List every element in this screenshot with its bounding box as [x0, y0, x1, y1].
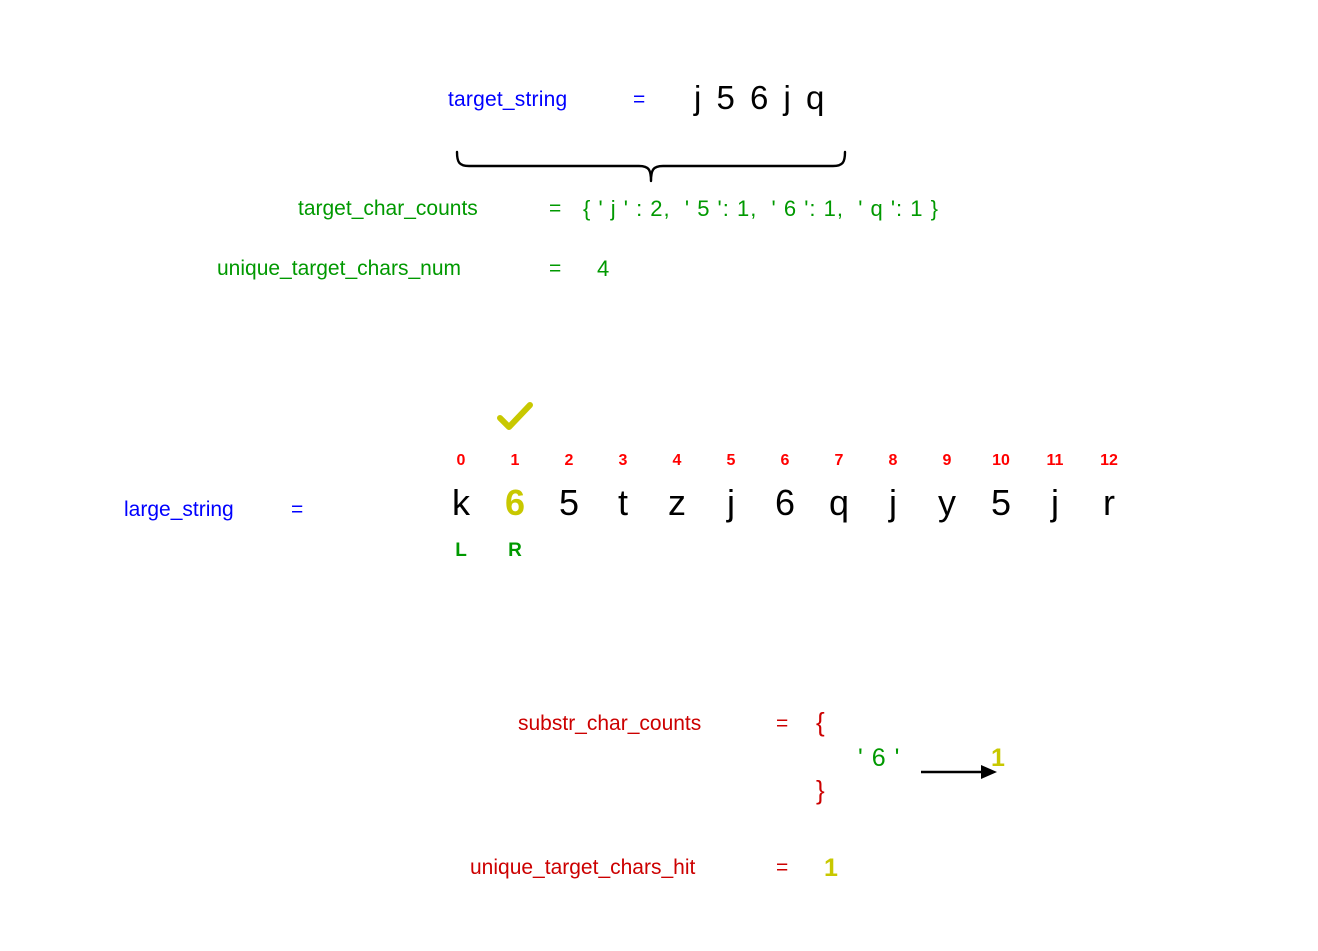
- target-string-brace: [444, 132, 847, 183]
- char-glyph: q: [828, 482, 850, 523]
- char-index-label: 6: [780, 452, 790, 469]
- char-column-11: 11 j: [1028, 400, 1082, 580]
- window-pointer-l: L: [455, 540, 467, 561]
- char-glyph: j: [889, 482, 897, 523]
- char-index-label: 2: [564, 452, 574, 469]
- char-glyph: r: [1103, 482, 1115, 523]
- substr-char-counts-entry-key: ' 6 ': [858, 744, 901, 772]
- unique-target-chars-hit-equals-sign: =: [776, 856, 789, 879]
- unique-target-chars-num-label: unique_target_chars_num: [217, 257, 462, 280]
- unique-target-chars-hit-value: 1: [824, 854, 838, 882]
- char-index-label: 7: [834, 452, 844, 469]
- char-column-12: 12 r: [1082, 400, 1136, 580]
- char-index-label: 10: [992, 452, 1010, 469]
- char-glyph: 6: [774, 482, 796, 523]
- check-icon: [488, 402, 542, 436]
- window-pointer-r: R: [508, 540, 522, 561]
- char-glyph: k: [452, 482, 470, 523]
- char-column-10: 10 5: [974, 400, 1028, 580]
- char-index-label: 0: [456, 452, 466, 469]
- char-index-label: 9: [942, 452, 952, 469]
- large-string-label: large_string: [124, 498, 234, 521]
- char-index-label: 11: [1046, 452, 1064, 469]
- char-glyph: t: [617, 482, 628, 523]
- substr-char-counts-close-brace: }: [816, 775, 825, 805]
- maps-to-arrow-icon: [912, 742, 997, 779]
- substr-char-counts-label: substr_char_counts: [518, 712, 702, 735]
- large-string-equals-sign: =: [291, 498, 304, 521]
- target-char-counts-value: { ' j ' : 2, ' 5 ': 1, ' 6 ': 1, ' q ': …: [583, 196, 939, 221]
- char-index-label: 12: [1100, 452, 1118, 469]
- target-string-equals-sign: =: [633, 88, 646, 111]
- char-glyph: 6: [504, 482, 526, 523]
- char-index-label: 3: [618, 452, 628, 469]
- unique-target-chars-num-equals-sign: =: [549, 257, 562, 280]
- substr-char-counts-entry-value: 1: [991, 744, 1005, 772]
- target-char-counts-equals-sign: =: [549, 197, 562, 220]
- char-index-label: 4: [672, 452, 682, 469]
- char-glyph: 5: [990, 482, 1012, 523]
- target-string-label: target_string: [448, 88, 568, 111]
- char-glyph: z: [668, 482, 686, 523]
- target-string-value: j 5 6 j q: [694, 79, 828, 116]
- char-index-label: 8: [888, 452, 898, 469]
- char-glyph: y: [938, 482, 956, 523]
- substr-char-counts-open-brace: {: [816, 707, 825, 737]
- char-index-label: 1: [510, 452, 520, 469]
- char-glyph: j: [727, 482, 735, 523]
- char-glyph: 5: [558, 482, 580, 523]
- target-char-counts-label: target_char_counts: [298, 197, 478, 220]
- char-glyph: j: [1051, 482, 1059, 523]
- unique-target-chars-num-value: 4: [597, 256, 610, 281]
- substr-char-counts-equals-sign: =: [776, 712, 789, 735]
- unique-target-chars-hit-label: unique_target_chars_hit: [470, 856, 696, 879]
- char-index-label: 5: [726, 452, 736, 469]
